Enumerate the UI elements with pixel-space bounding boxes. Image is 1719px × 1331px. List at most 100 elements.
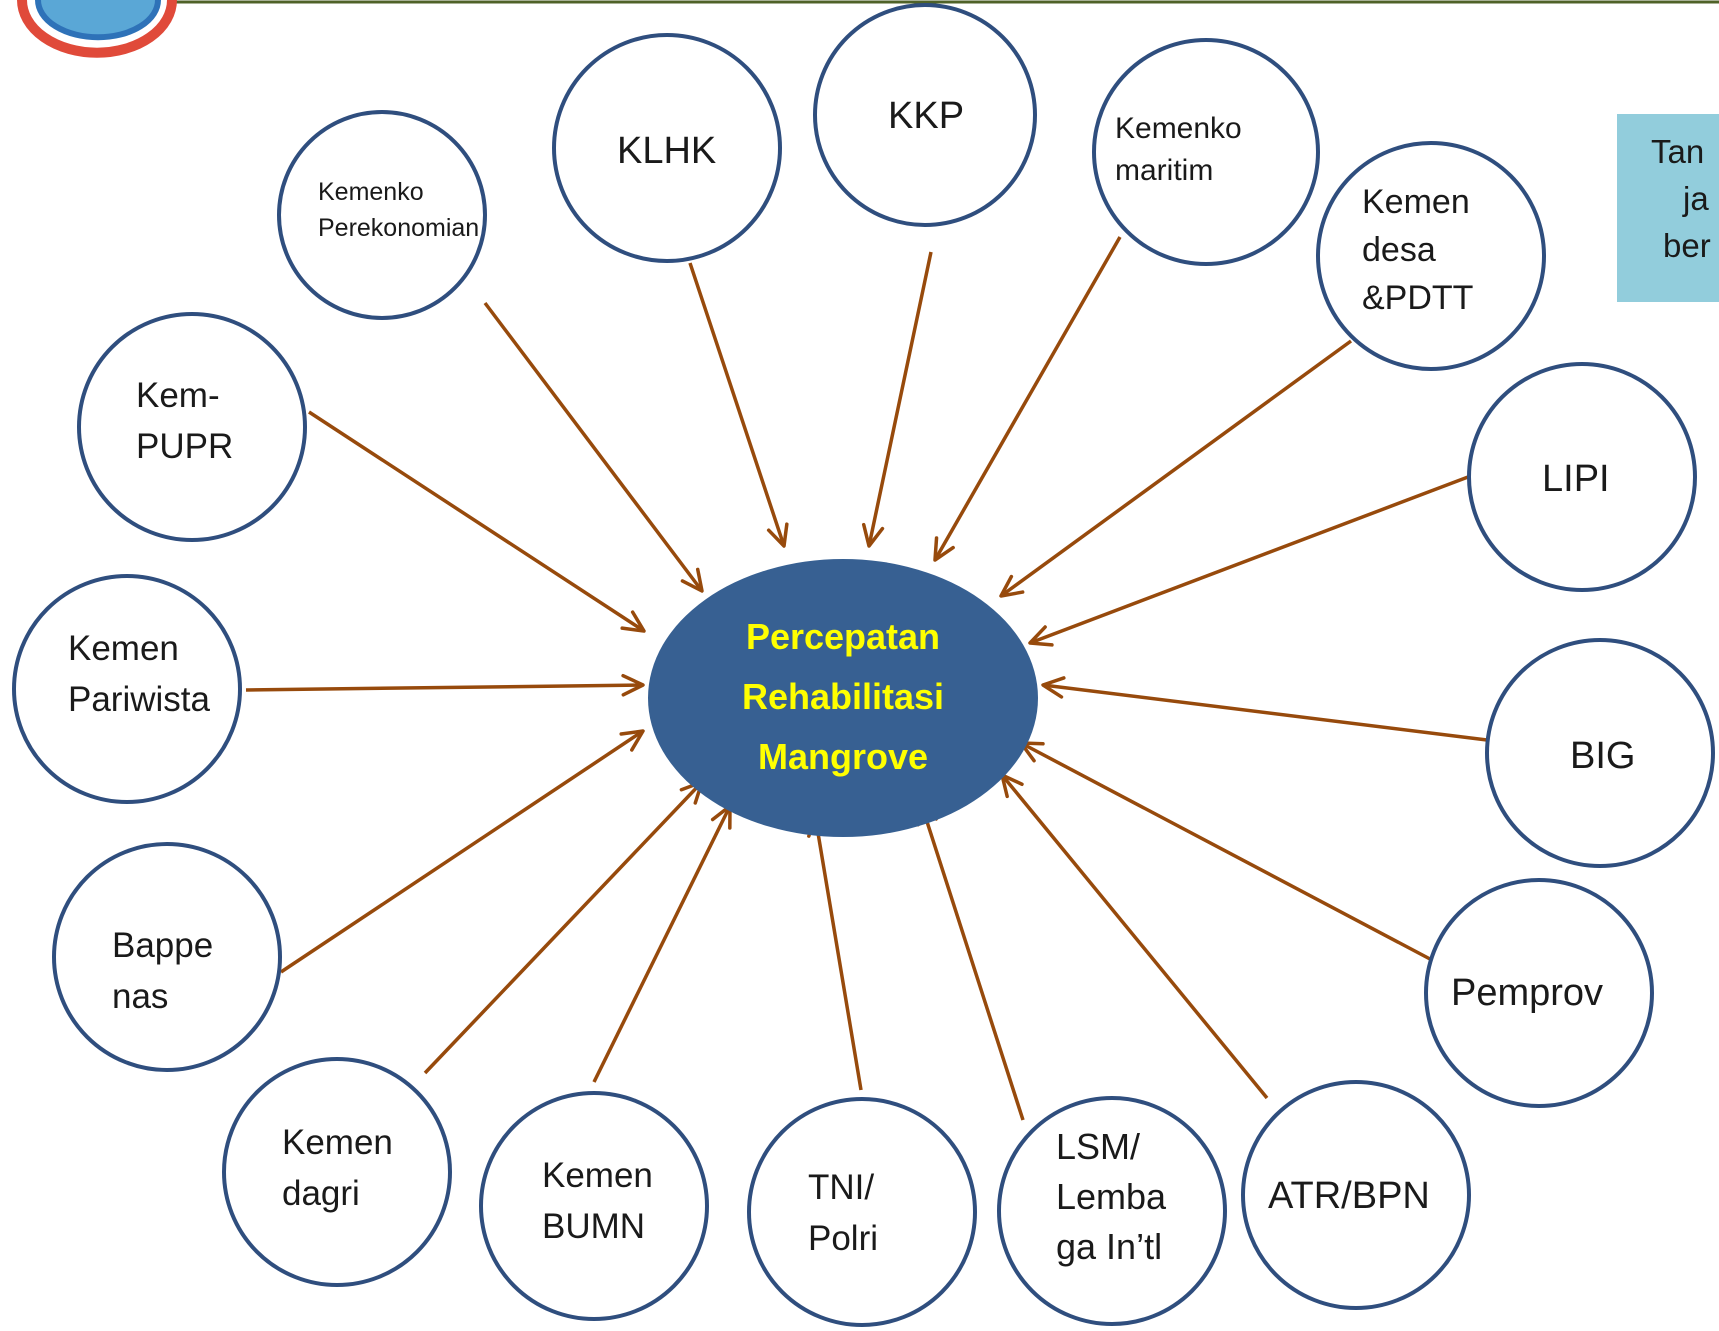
node-tni-polri: TNI/Polri [747, 1097, 977, 1327]
node-lsm-lembaga-intl: LSM/Lemba ga In’tl [997, 1096, 1227, 1326]
arrowhead [680, 567, 704, 593]
node-label-line: PUPR [136, 427, 233, 466]
node-circle [747, 1097, 977, 1327]
connector-line [308, 410, 645, 633]
node-label-line: Lemba [1056, 1176, 1167, 1217]
node-label-line: Bappe [112, 926, 213, 965]
node-big: BIG [1485, 638, 1715, 868]
node-label-line: BUMN [542, 1207, 645, 1246]
node-label-line: KLHK [617, 130, 716, 172]
side-note-box: Tan ja ber [1617, 114, 1719, 302]
side-note-line-3: ber [1663, 227, 1711, 264]
arrow-tni-polri [807, 813, 863, 1091]
node-label-line: Kemen [542, 1156, 653, 1195]
node-circle [1092, 38, 1320, 266]
node-label-line: Pariwista [68, 680, 211, 719]
arrow-kemen-desa-pdtt [999, 339, 1353, 598]
connector-line [483, 301, 704, 593]
node-circle [813, 3, 1037, 227]
side-note-line-1: Tan [1651, 133, 1705, 170]
node-circle [277, 110, 487, 320]
arrowhead [620, 610, 646, 633]
arrowhead [766, 522, 789, 548]
node-label-line: Kemenko [1115, 112, 1242, 145]
connector-line [933, 236, 1122, 561]
node-label-line: Kem- [136, 376, 220, 415]
side-note-line-2: ja [1683, 180, 1709, 217]
arrow-kemenko-maritim [933, 236, 1122, 562]
node-label-line: desa [1362, 231, 1436, 269]
node-label-line: ATR/BPN [1268, 1175, 1430, 1217]
node-bappenas: Bappe nas [52, 842, 282, 1072]
node-label-line: TNI/ [808, 1168, 874, 1207]
node-kemen-dagri: Kemen dagri [222, 1057, 452, 1287]
connector-line [423, 780, 704, 1075]
center-ellipse [648, 559, 1038, 837]
logo-fragment [17, 0, 177, 58]
arrow-big [1041, 676, 1488, 742]
arrow-klhk [688, 262, 789, 548]
node-label-line: maritim [1115, 154, 1213, 187]
center-label-line: Mangrove [758, 736, 928, 777]
node-circle [1424, 878, 1654, 1108]
arrow-kkp [861, 251, 933, 548]
arrow-kemen-bumn [592, 804, 732, 1083]
node-label-line: dagri [282, 1174, 360, 1213]
connector-line [280, 729, 644, 974]
connector-line [1029, 475, 1469, 645]
node-circle [12, 574, 242, 804]
connector-line [592, 805, 732, 1083]
arrowhead [999, 574, 1025, 598]
arrowhead [1028, 625, 1054, 647]
node-circle [1241, 1080, 1471, 1310]
node-atr-bpn: ATR/BPN [1241, 1080, 1471, 1310]
node-circle [222, 1057, 452, 1287]
node-circle [1485, 638, 1715, 868]
node-label-line: KKP [888, 95, 964, 137]
arrowhead [619, 729, 645, 752]
node-label-line: Kemen [282, 1123, 393, 1162]
node-circle [997, 1096, 1227, 1326]
node-label-line: LSM/ [1056, 1126, 1140, 1167]
node-label-line: nas [112, 977, 168, 1016]
node-pemprov: Pemprov [1424, 878, 1654, 1108]
node-label-line: Pemprov [1451, 972, 1603, 1014]
node-label-line: BIG [1570, 735, 1635, 777]
arrow-kemen-dagri [423, 780, 704, 1075]
node-label-line: Kemen [68, 629, 179, 668]
connector-line [688, 262, 786, 547]
center-label-line: Rehabilitasi [742, 676, 944, 717]
arrow-pemprov [1019, 741, 1431, 961]
node-label-line: Kemen [1362, 183, 1470, 221]
node-label-line: ga In’tl [1056, 1226, 1162, 1267]
node-circle [77, 312, 307, 542]
node-kkp: KKP [813, 3, 1037, 227]
node-label-line: LIPI [1542, 458, 1610, 500]
node-label-line: Perekonomian [318, 214, 479, 242]
node-circle [52, 842, 282, 1072]
arrow-lsm-lembaga-intl [916, 801, 1025, 1121]
arrowhead [621, 673, 645, 697]
node-circle [479, 1091, 709, 1321]
connector-line [245, 683, 644, 692]
arrow-kem-pupr [308, 410, 646, 633]
node-lipi: LIPI [1467, 362, 1697, 592]
node-kem-pupr: Kem- PUPR [77, 312, 307, 542]
connector-line [1042, 683, 1488, 742]
node-circle [1467, 362, 1697, 592]
connector-line [919, 802, 1025, 1121]
center-label-line: Percepatan [746, 616, 940, 657]
node-kemenko-maritim: Kemenko maritim [1092, 38, 1320, 266]
node-circle [1316, 141, 1546, 371]
connector-line [1000, 773, 1269, 1100]
node-klhk: KLHK [552, 33, 782, 263]
node-label-line: Polri [808, 1219, 878, 1258]
